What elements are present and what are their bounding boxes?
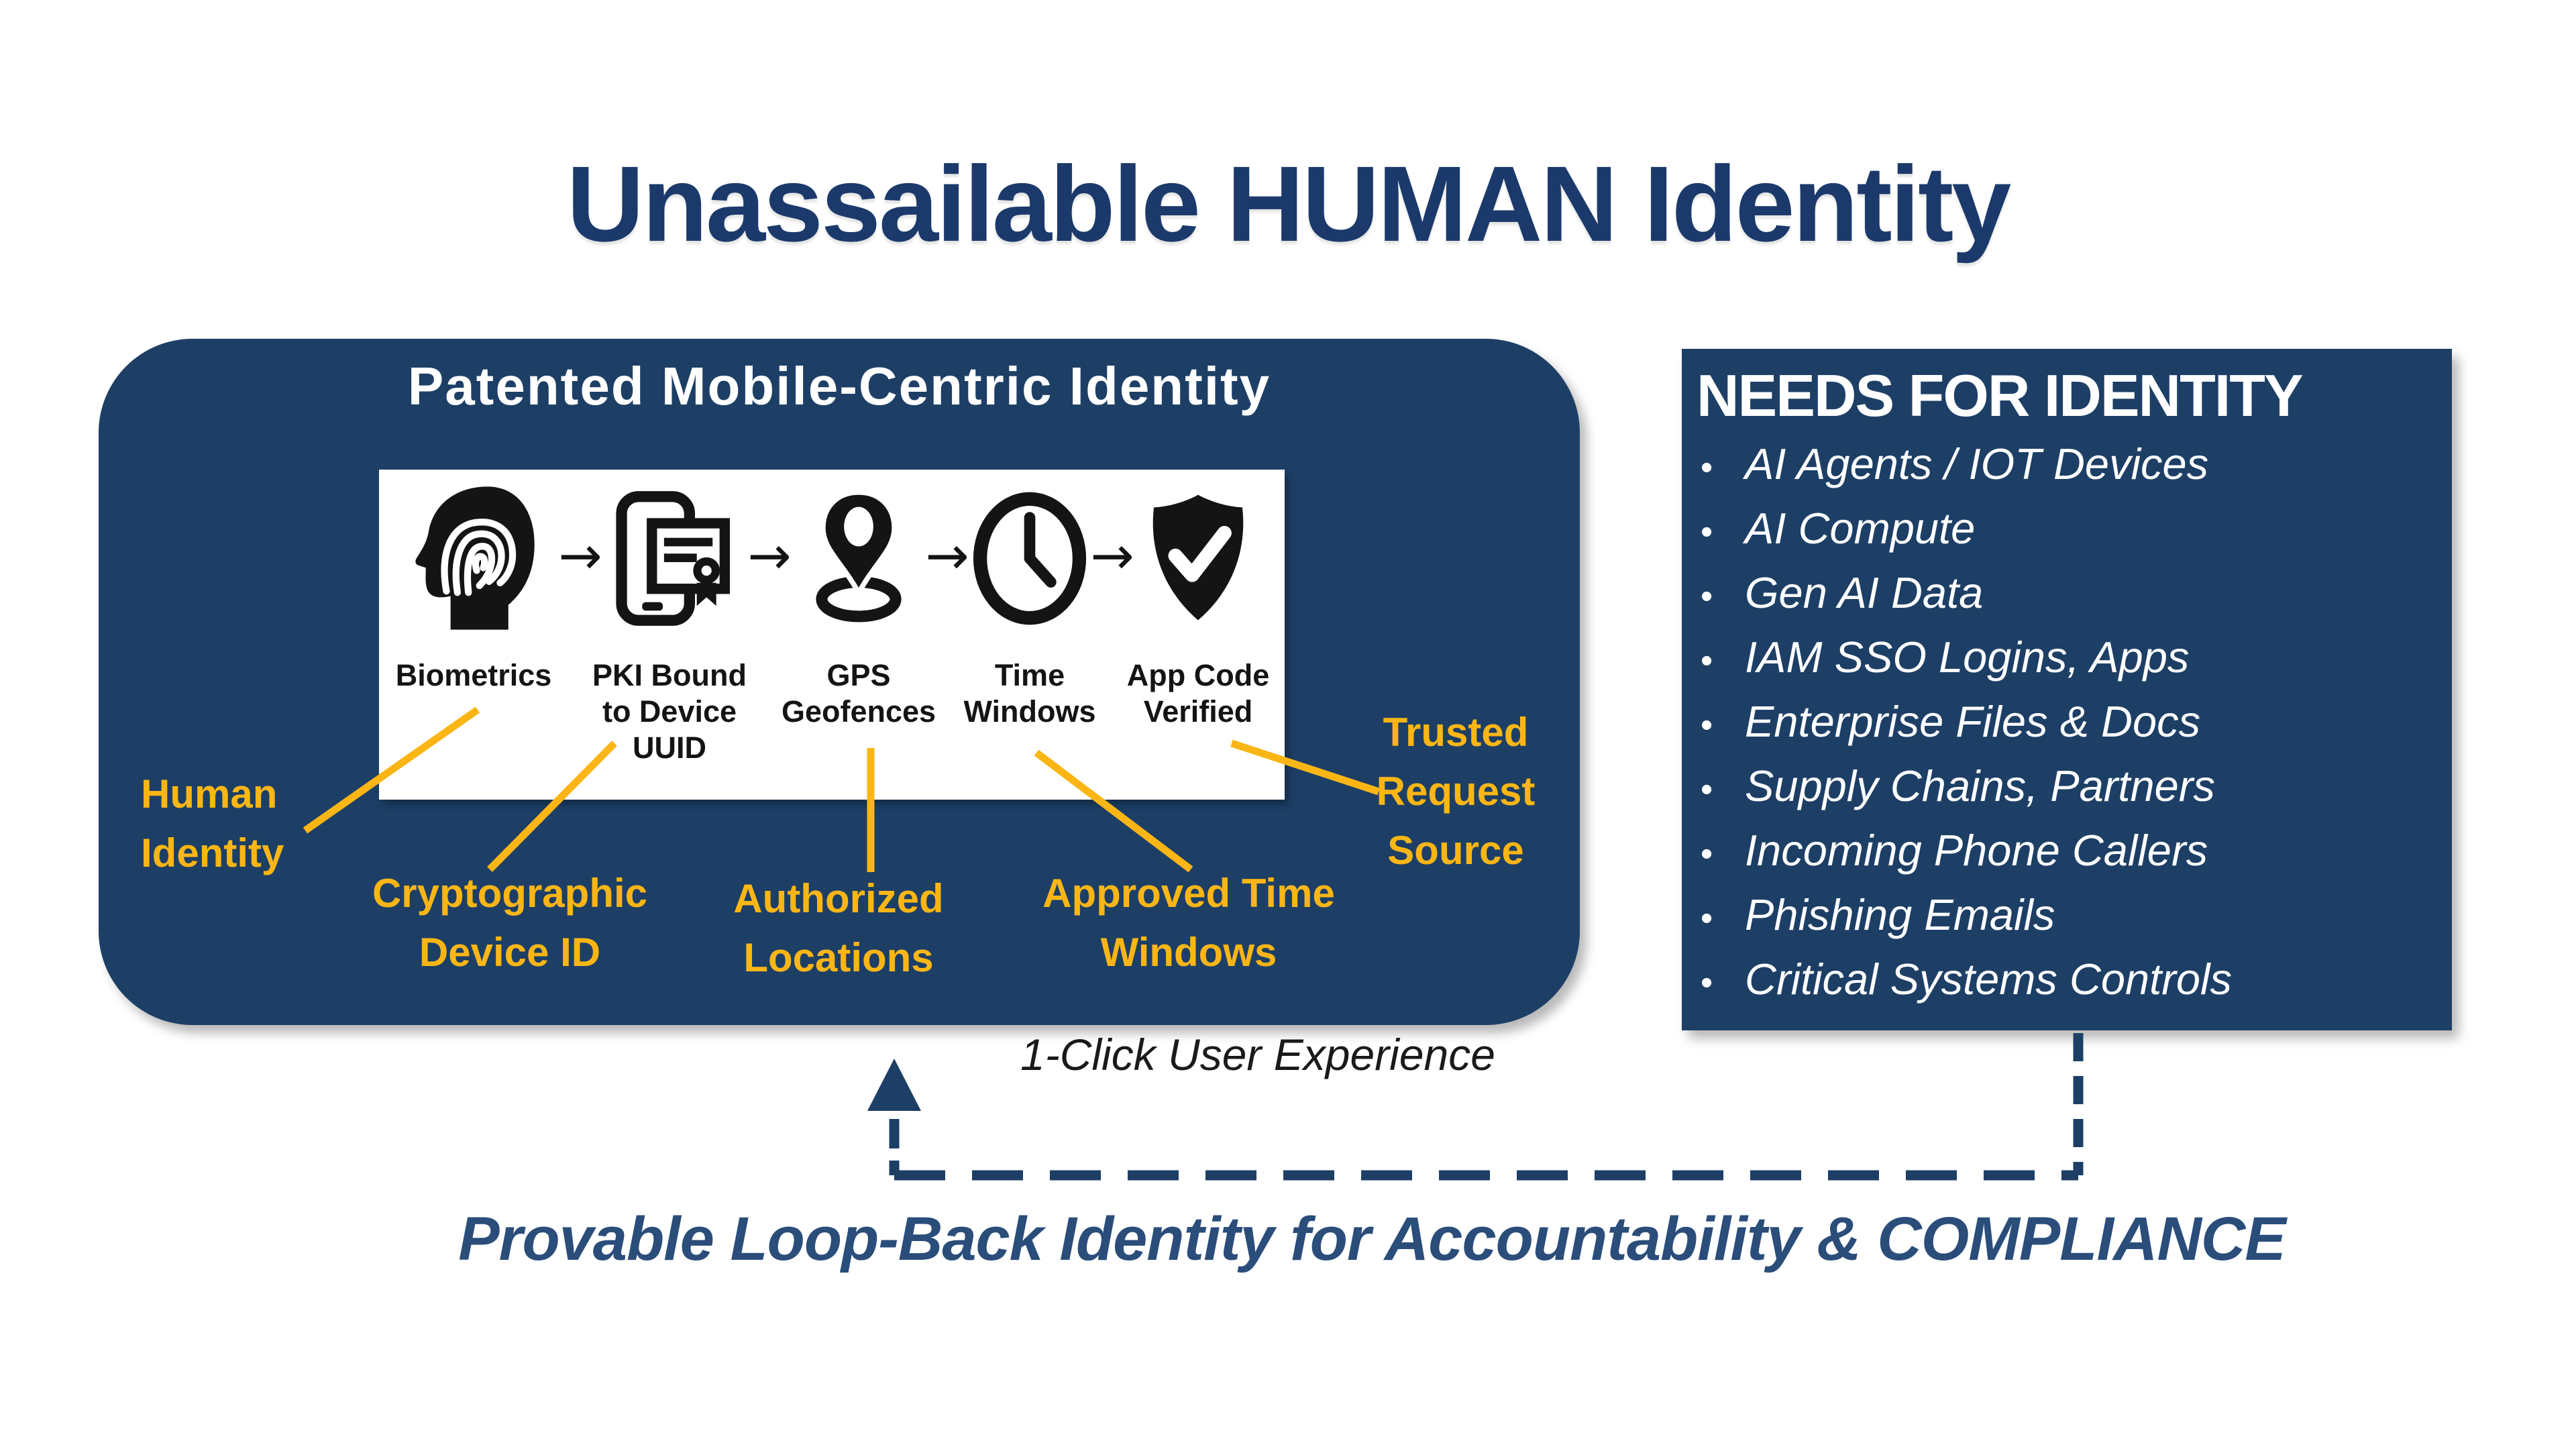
needs-list: •AI Agents / IOT Devices •AI Compute •Ge… (1697, 439, 2443, 1018)
bullet-dot: • (1701, 448, 1713, 487)
step-label-biometrics: Biometrics (395, 658, 552, 692)
fingerprint-head-icon (415, 486, 535, 630)
one-click-caption: 1-Click User Experience (1020, 1030, 1495, 1079)
callout-approved-time-windows: Approved Time Windows (1042, 871, 1335, 975)
pipeline-step-biometrics: Biometrics (386, 478, 561, 694)
list-item: •AI Agents / IOT Devices (1697, 439, 2443, 503)
bullet-dot: • (1701, 641, 1713, 680)
right-panel-heading: NEEDS FOR IDENTITY (1697, 362, 2304, 429)
bullet-dot: • (1701, 577, 1713, 616)
flow-arrow-icon: → (747, 526, 792, 586)
list-item: •Supply Chains, Partners (1697, 761, 2443, 825)
clock-icon (973, 492, 1087, 625)
list-item: •AI Compute (1697, 503, 2443, 568)
callout-trusted-request-source: Trusted Request Source (1376, 710, 1536, 873)
bullet-dot: • (1701, 513, 1713, 551)
bullet-dot: • (1701, 899, 1713, 938)
step-label-gps: GPS Geofences (781, 658, 936, 729)
left-panel-heading: Patented Mobile-Centric Identity (407, 356, 1271, 416)
flow-arrow-icon: → (925, 526, 969, 586)
flow-arrow-icon: → (558, 526, 602, 586)
device-certificate-icon (616, 490, 731, 626)
step-label-time: Time Windows (963, 658, 1096, 729)
list-item: •Incoming Phone Callers (1697, 825, 2443, 890)
pipeline-step-appcode: App Code Verified (1111, 478, 1285, 730)
list-item: •Critical Systems Controls (1697, 954, 2443, 1018)
bullet-dot: • (1701, 770, 1713, 809)
list-item: •IAM SSO Logins, Apps (1697, 632, 2443, 696)
identity-pipeline-strip: Biometrics PKI Bound to Device (379, 470, 1285, 800)
shield-check-icon (1152, 494, 1244, 621)
pipeline-step-time: Time Windows (943, 478, 1117, 730)
callout-authorized-locations: Authorized Locations (733, 876, 944, 980)
list-item: •Enterprise Files & Docs (1697, 696, 2443, 761)
callout-human-identity: Human Identity (141, 771, 284, 875)
callout-cryptographic-device-id: Cryptographic Device ID (372, 871, 648, 975)
needs-for-identity-panel: NEEDS FOR IDENTITY •AI Agents / IOT Devi… (1682, 349, 2452, 1030)
bottom-caption: Provable Loop-Back Identity for Accounta… (458, 1205, 2286, 1273)
step-label-appcode: App Code Verified (1126, 658, 1270, 729)
gps-pin-icon (816, 489, 902, 622)
bullet-dot: • (1701, 963, 1713, 1002)
step-label-pki: PKI Bound to Device UUID (592, 658, 747, 765)
pipeline-step-gps: GPS Geofences (771, 478, 946, 730)
page-title: Unassailable HUMAN Identity (566, 144, 2012, 264)
list-item: •Phishing Emails (1697, 890, 2443, 954)
bullet-dot: • (1701, 835, 1713, 873)
bullet-dot: • (1701, 706, 1713, 745)
list-item: •Gen AI Data (1697, 568, 2443, 632)
flow-arrow-icon: → (1090, 526, 1134, 586)
pipeline-step-pki-device: PKI Bound to Device UUID (582, 478, 757, 766)
